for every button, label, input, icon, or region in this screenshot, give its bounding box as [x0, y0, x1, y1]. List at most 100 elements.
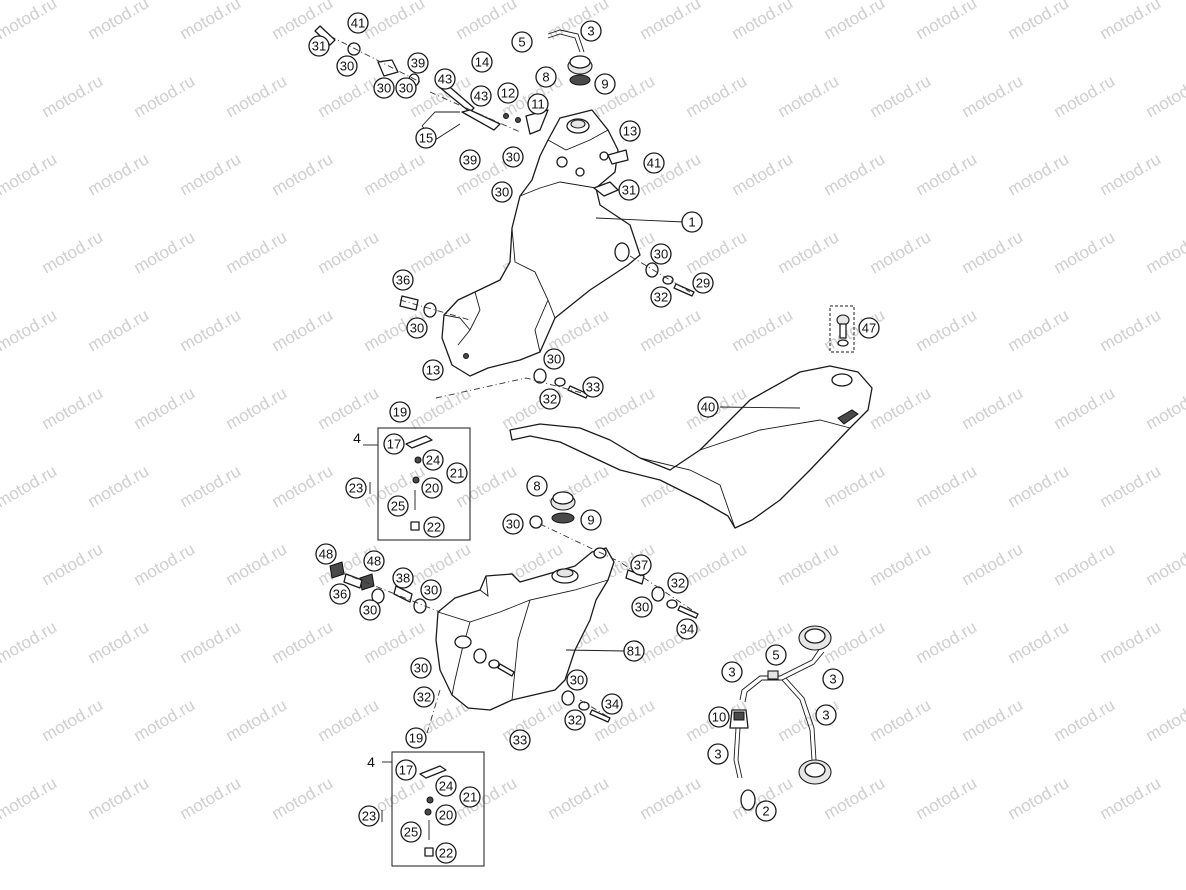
watermark-text: motod.ru	[131, 227, 199, 277]
watermark-text: motod.ru	[361, 149, 429, 199]
watermark-text: motod.ru	[775, 71, 843, 121]
watermark-text: motod.ru	[637, 305, 705, 355]
callout-10: 10	[708, 706, 730, 728]
svg-text:41: 41	[351, 16, 365, 31]
callout-13: 13	[619, 120, 641, 142]
callout-33: 33	[509, 729, 531, 751]
watermark-text: motod.ru	[177, 149, 245, 199]
watermark-text: motod.ru	[867, 227, 935, 277]
callout-5: 5	[511, 31, 533, 53]
watermark-text: motod.ru	[177, 617, 245, 667]
watermark-text: motod.ru	[407, 383, 475, 433]
svg-text:30: 30	[399, 81, 413, 96]
callout-8: 8	[535, 66, 557, 88]
watermark-text: motod.ru	[269, 773, 337, 823]
svg-text:3: 3	[714, 747, 721, 762]
watermark-text: motod.ru	[177, 773, 245, 823]
watermark-text: motod.ru	[85, 773, 153, 823]
watermark-text: motod.ru	[913, 617, 981, 667]
svg-text:30: 30	[377, 81, 391, 96]
plain-labels: 4 4	[353, 430, 375, 770]
svg-text:23: 23	[349, 481, 363, 496]
callout-32: 32	[667, 572, 689, 594]
watermark-text: motod.ru	[1051, 71, 1119, 121]
watermark-text: motod.ru	[39, 383, 107, 433]
watermark-text: motod.ru	[545, 773, 613, 823]
svg-text:3: 3	[829, 672, 836, 687]
callout-22: 22	[423, 516, 445, 538]
svg-text:2: 2	[762, 804, 769, 819]
watermark-text: motod.ru	[1005, 773, 1073, 823]
fuel-tank-upper	[441, 109, 641, 377]
callout-23: 23	[345, 477, 367, 499]
watermark-text: motod.ru	[959, 227, 1027, 277]
watermark-text: motod.ru	[821, 0, 889, 43]
watermark-text: motod.ru	[1097, 0, 1165, 43]
callout-21: 21	[459, 786, 481, 808]
callout-15: 15	[415, 127, 437, 149]
svg-text:30: 30	[506, 517, 520, 532]
svg-text:13: 13	[426, 363, 440, 378]
watermark-text: motod.ru	[913, 305, 981, 355]
callout-23: 23	[358, 805, 380, 827]
callout-30: 30	[566, 669, 588, 691]
watermark-text: motod.ru	[729, 617, 797, 667]
watermark-text: motod.ru	[913, 149, 981, 199]
svg-text:23: 23	[362, 809, 376, 824]
watermark-text: motod.ru	[85, 617, 153, 667]
callout-12: 12	[497, 82, 519, 104]
callout-36: 36	[329, 583, 351, 605]
callout-36: 36	[392, 269, 414, 291]
watermark-text: motod.ru	[913, 773, 981, 823]
watermark-text: motod.ru	[1005, 305, 1073, 355]
svg-text:37: 37	[634, 558, 648, 573]
watermark-text: motod.ru	[85, 149, 153, 199]
watermark-text: motod.ru	[545, 0, 613, 43]
svg-text:14: 14	[475, 55, 489, 70]
svg-text:30: 30	[547, 352, 561, 367]
watermark-text: motod.ru	[683, 227, 751, 277]
watermark-text: motod.ru	[1143, 695, 1186, 745]
svg-text:21: 21	[450, 466, 464, 481]
watermark-text: motod.ru	[821, 617, 889, 667]
svg-text:12: 12	[501, 86, 515, 101]
callout-19: 19	[389, 401, 411, 423]
watermark-text: motod.ru	[315, 71, 383, 121]
svg-text:8: 8	[542, 70, 549, 85]
watermark-text: motod.ru	[821, 461, 889, 511]
watermark-text: motod.ru	[637, 0, 705, 43]
watermark-text: motod.ru	[1051, 227, 1119, 277]
watermark-text: motod.ru	[315, 383, 383, 433]
svg-text:3: 3	[587, 24, 594, 39]
callout-43: 43	[470, 85, 492, 107]
svg-text:32: 32	[543, 392, 557, 407]
callout-40: 40	[697, 396, 719, 418]
callout-30: 30	[502, 513, 524, 535]
watermark-text: motod.ru	[1097, 773, 1165, 823]
box-47	[829, 305, 855, 353]
fasteners	[314, 25, 850, 723]
callout-8: 8	[526, 475, 548, 497]
callout-11: 11	[527, 93, 549, 115]
callout-30: 30	[359, 599, 381, 621]
svg-text:30: 30	[635, 600, 649, 615]
watermark-text: motod.ru	[223, 71, 291, 121]
callout-3: 3	[815, 704, 837, 726]
box-4-bottom	[381, 751, 485, 867]
svg-text:30: 30	[506, 150, 520, 165]
watermark-text: motod.ru	[39, 71, 107, 121]
watermark-text: motod.ru	[131, 695, 199, 745]
callout-30: 30	[406, 317, 428, 339]
svg-text:5: 5	[518, 35, 525, 50]
svg-text:30: 30	[363, 603, 377, 618]
callout-25: 25	[387, 495, 409, 517]
callout-22: 22	[435, 842, 457, 864]
callout-29: 29	[692, 272, 714, 294]
watermark-text: motod.ru	[0, 773, 60, 823]
watermark-text: motod.ru	[775, 227, 843, 277]
callout-30: 30	[410, 657, 432, 679]
watermark-text: motod.ru	[85, 305, 153, 355]
svg-text:40: 40	[701, 400, 715, 415]
callout-layer: 1 2 3 3 3 3 3 5 5 8 8 9 9 10 11 12 13 13…	[308, 12, 880, 864]
watermark-text: motod.ru	[1143, 383, 1186, 433]
